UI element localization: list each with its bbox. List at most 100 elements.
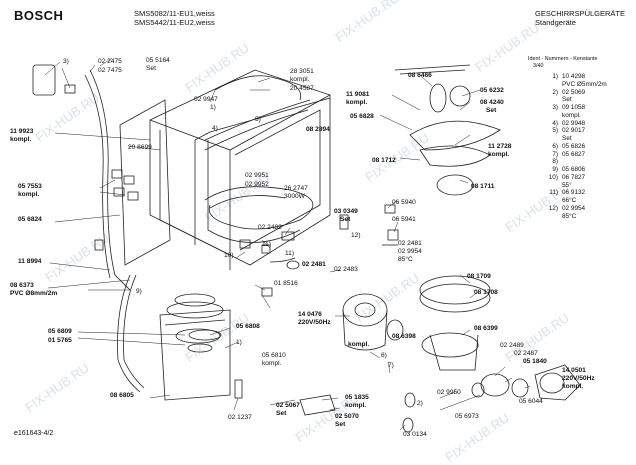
- part-label: kompl.: [10, 136, 32, 143]
- callout-number: 2): [417, 400, 423, 407]
- part-label: 02 5070: [335, 413, 359, 420]
- part-label: Set: [486, 107, 497, 114]
- legend-row-number: 8): [552, 158, 558, 166]
- part-label: 28 3051: [290, 68, 314, 75]
- heater-element: [204, 186, 314, 230]
- callout-number: 1): [210, 104, 216, 111]
- part-label: 02 9947: [194, 96, 218, 103]
- callout-number: 6): [381, 352, 387, 359]
- callout-number: 12): [351, 232, 361, 239]
- legend-row: 7) 05 6827: [542, 151, 585, 159]
- part-label: 08 6373: [10, 282, 34, 289]
- part-label: 02 2483: [334, 266, 358, 273]
- part-label: 02 9951: [245, 172, 269, 179]
- part-label: 05 6810: [262, 352, 286, 359]
- part-label: kompl.: [488, 151, 510, 158]
- top-hose: [214, 75, 302, 101]
- brand-logo-text: BOSCH: [14, 8, 64, 23]
- callout-number: 5): [255, 116, 261, 123]
- part-label: 02 2481: [302, 261, 326, 268]
- part-label: 02 2489: [500, 342, 524, 349]
- legend-row-text: 05 6826: [562, 142, 586, 150]
- callout-number: 9): [136, 288, 142, 295]
- part-label: 05 6044: [519, 398, 543, 405]
- part-label: 05 6824: [18, 216, 42, 223]
- part-label: 220V/50Hz: [298, 319, 331, 326]
- legend-row-number: 12): [548, 204, 558, 212]
- part-label: 11 8994: [18, 258, 42, 265]
- legend-row-text: 02 9948: [562, 119, 586, 127]
- legend-title: Ident - Nummern - Kenstante: [528, 56, 598, 62]
- legend-row: 4) 02 9948: [542, 120, 585, 128]
- part-label: 08 6466: [408, 72, 432, 79]
- callout-number: 7): [388, 362, 394, 369]
- legend-row-text: kompl.: [562, 111, 581, 119]
- callout-number: 3): [63, 58, 69, 65]
- circulation-pump: [342, 293, 404, 351]
- legend-row-number: 2): [552, 88, 558, 96]
- legend-row: 55°: [542, 182, 572, 190]
- part-label: 06 5941: [392, 216, 416, 223]
- legend-row-text: 85°C: [562, 212, 577, 220]
- legend-row: Set: [542, 96, 572, 104]
- legend-row-number: 6): [552, 142, 558, 150]
- part-label: 11 9081: [346, 91, 370, 98]
- part-label: Set: [340, 216, 351, 223]
- part-label: 05 1840: [523, 358, 547, 365]
- callout-number: 11): [285, 250, 295, 257]
- part-label: 06 5940: [392, 199, 416, 206]
- legend-row-text: 55°: [562, 181, 572, 189]
- legend-row-number: 9): [552, 166, 558, 173]
- legend-row: 5)02 9017: [542, 127, 585, 135]
- model-line-2: SMS5442/11-EU2,weiss: [134, 18, 215, 27]
- part-label: Set: [146, 65, 156, 72]
- legend-row: 85°C: [542, 213, 576, 221]
- small-parts: [94, 169, 416, 433]
- part-label: Set: [335, 421, 346, 428]
- part-label: 08 1711: [471, 183, 495, 190]
- aquastop-housing: [32, 64, 56, 96]
- sump-module: [159, 293, 231, 401]
- part-label: 05 6809: [48, 328, 72, 335]
- legend-row-text: PVC Ø5mm/2m: [562, 80, 607, 88]
- callout-number: 1): [236, 339, 242, 346]
- part-label: 02 2481: [398, 240, 422, 247]
- part-label: kompl.: [18, 191, 40, 198]
- part-label: 02 5067: [276, 402, 300, 409]
- legend-row-number: 3): [552, 104, 558, 111]
- part-label: 03 0349: [334, 208, 358, 215]
- part-label: 11 2728: [488, 143, 512, 150]
- part-label: kompl.: [348, 341, 370, 348]
- part-label: kompl.: [346, 99, 368, 106]
- part-label: 05 5164: [146, 57, 170, 64]
- legend-row-text: 66°C: [562, 197, 577, 204]
- legend-row: 10)06 7827: [542, 174, 585, 182]
- part-label: 26 2747: [284, 185, 308, 192]
- legend-row: kompl.: [542, 112, 581, 120]
- inlet-hose: [89, 69, 131, 291]
- drain-pump: [471, 364, 581, 401]
- drawing-code: e161643-4/2: [14, 430, 54, 437]
- part-label: 02 2487: [514, 350, 538, 357]
- legend-row-number: 1): [552, 73, 558, 80]
- legend-row-text: 10 4298: [562, 73, 586, 80]
- legend-row-text: 05 6827: [562, 150, 586, 158]
- drain-hose: [117, 274, 141, 393]
- part-label: 14 0476: [298, 311, 322, 318]
- legend-row-number: 5): [552, 127, 558, 135]
- legend-row-number: 7): [552, 150, 558, 158]
- legend-row-text: 06 9132: [562, 189, 586, 197]
- spray-arm-assembly: [394, 64, 501, 196]
- callout-number: 4): [212, 125, 218, 132]
- part-label: 08 2894: [306, 126, 330, 133]
- legend-row-text: 02 9954: [562, 204, 586, 212]
- legend-sub: 3/40: [533, 63, 544, 69]
- category-line-1: GESCHIRRSPÜLGERÄTE: [535, 9, 626, 18]
- part-label: kompl.: [345, 402, 367, 409]
- legend-row: 12) 02 9954: [542, 205, 585, 213]
- part-label: 01 8516: [274, 280, 298, 287]
- legend-row: 3)09 1058: [542, 104, 585, 112]
- part-label: 08 6805: [110, 392, 134, 399]
- legend-row-number: 4): [552, 119, 558, 127]
- part-label: 02 9952: [245, 181, 269, 188]
